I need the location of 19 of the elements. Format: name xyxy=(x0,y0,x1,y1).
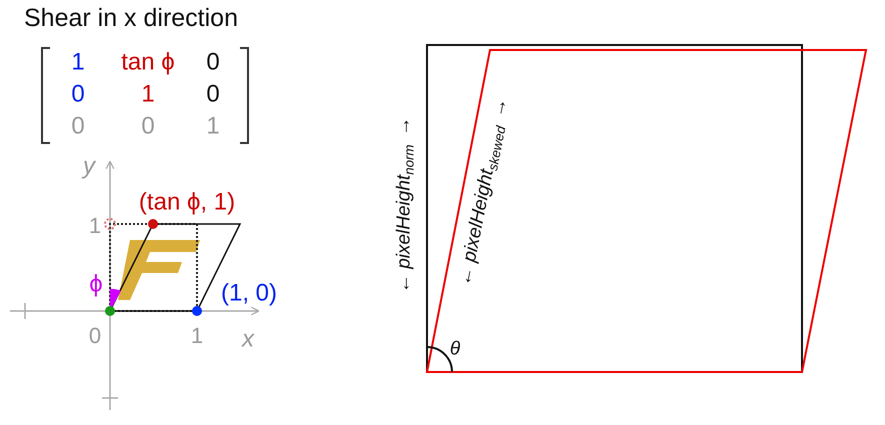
angle-label: θ xyxy=(450,338,460,362)
tick-label: 0 xyxy=(88,322,102,350)
matrix-entry: 1 xyxy=(206,112,220,142)
axis-label: y xyxy=(83,152,95,182)
matrix-entry: tan ϕ xyxy=(121,48,175,78)
matrix-entry: 1 xyxy=(141,80,155,110)
tick-label: 1 xyxy=(190,322,204,350)
axis-label: x xyxy=(242,326,254,354)
heading: Shear in x direction xyxy=(24,3,238,33)
point-label: (1, 0) xyxy=(221,280,277,308)
point-label: (tan ϕ, 1) xyxy=(138,188,236,218)
matrix-entry: 0 xyxy=(206,80,220,110)
matrix-entry: 0 xyxy=(141,112,155,142)
matrix-entry: 0 xyxy=(206,48,220,78)
matrix-entry: 1 xyxy=(71,48,85,78)
tick-label: 1 xyxy=(88,212,102,240)
angle-label: ϕ xyxy=(89,270,103,300)
matrix-entry: 0 xyxy=(71,80,85,110)
matrix-entry: 0 xyxy=(71,112,85,142)
